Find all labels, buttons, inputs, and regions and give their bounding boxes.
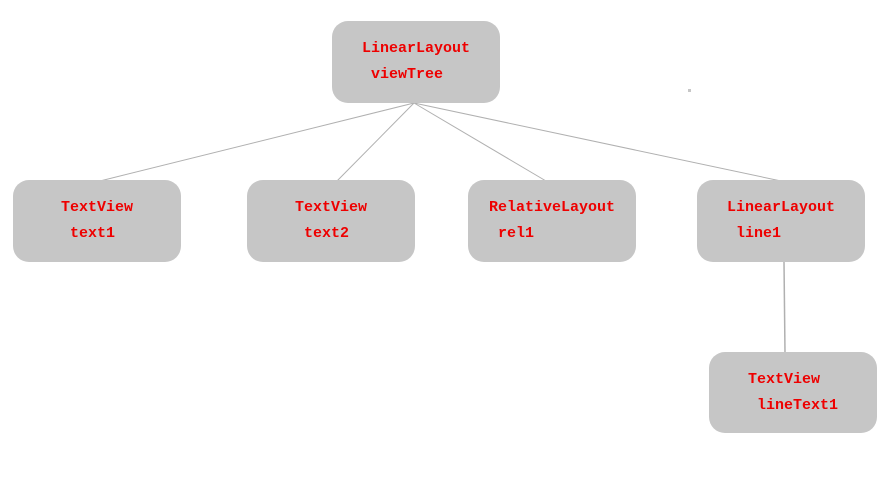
node-linetext1[interactable]: TextView lineText1	[709, 352, 877, 433]
node-line1-id: line1	[735, 225, 781, 242]
node-text2-id: text2	[303, 225, 349, 242]
edge-viewtree-rel1	[413, 102, 547, 182]
node-rel1-id: rel1	[497, 225, 534, 242]
node-text1-label: TextView text1	[61, 195, 133, 247]
node-rel1-type: RelativeLayout	[488, 199, 616, 216]
node-text2-type: TextView	[294, 199, 367, 216]
node-linetext1-id: lineText1	[756, 396, 838, 414]
node-viewtree-label: LinearLayout viewTree	[362, 36, 470, 88]
node-text1-id: text1	[69, 225, 115, 242]
node-viewtree-type: LinearLayout	[361, 40, 471, 57]
edge-viewtree-text1	[99, 102, 415, 182]
node-line1[interactable]: LinearLayout line1	[697, 180, 865, 262]
node-text2-label: TextView text2	[295, 195, 367, 247]
edge-line1-linetext1	[783, 261, 786, 354]
edge-viewtree-line1	[413, 102, 782, 182]
node-viewtree-id: viewTree	[370, 66, 443, 83]
node-text1[interactable]: TextView text1	[13, 180, 181, 262]
node-line1-type: LinearLayout	[726, 199, 836, 216]
node-linetext1-label: TextView lineText1	[748, 367, 838, 419]
node-viewtree[interactable]: LinearLayout viewTree	[332, 21, 500, 103]
node-rel1-label: RelativeLayout rel1	[489, 195, 615, 247]
node-line1-label: LinearLayout line1	[727, 195, 835, 247]
node-linetext1-type: TextView	[747, 370, 820, 388]
node-text2[interactable]: TextView text2	[247, 180, 415, 262]
node-text1-type: TextView	[60, 199, 133, 216]
stray-pixel-artifact	[688, 89, 691, 92]
node-rel1[interactable]: RelativeLayout rel1	[468, 180, 636, 262]
edge-viewtree-text2	[336, 102, 415, 182]
